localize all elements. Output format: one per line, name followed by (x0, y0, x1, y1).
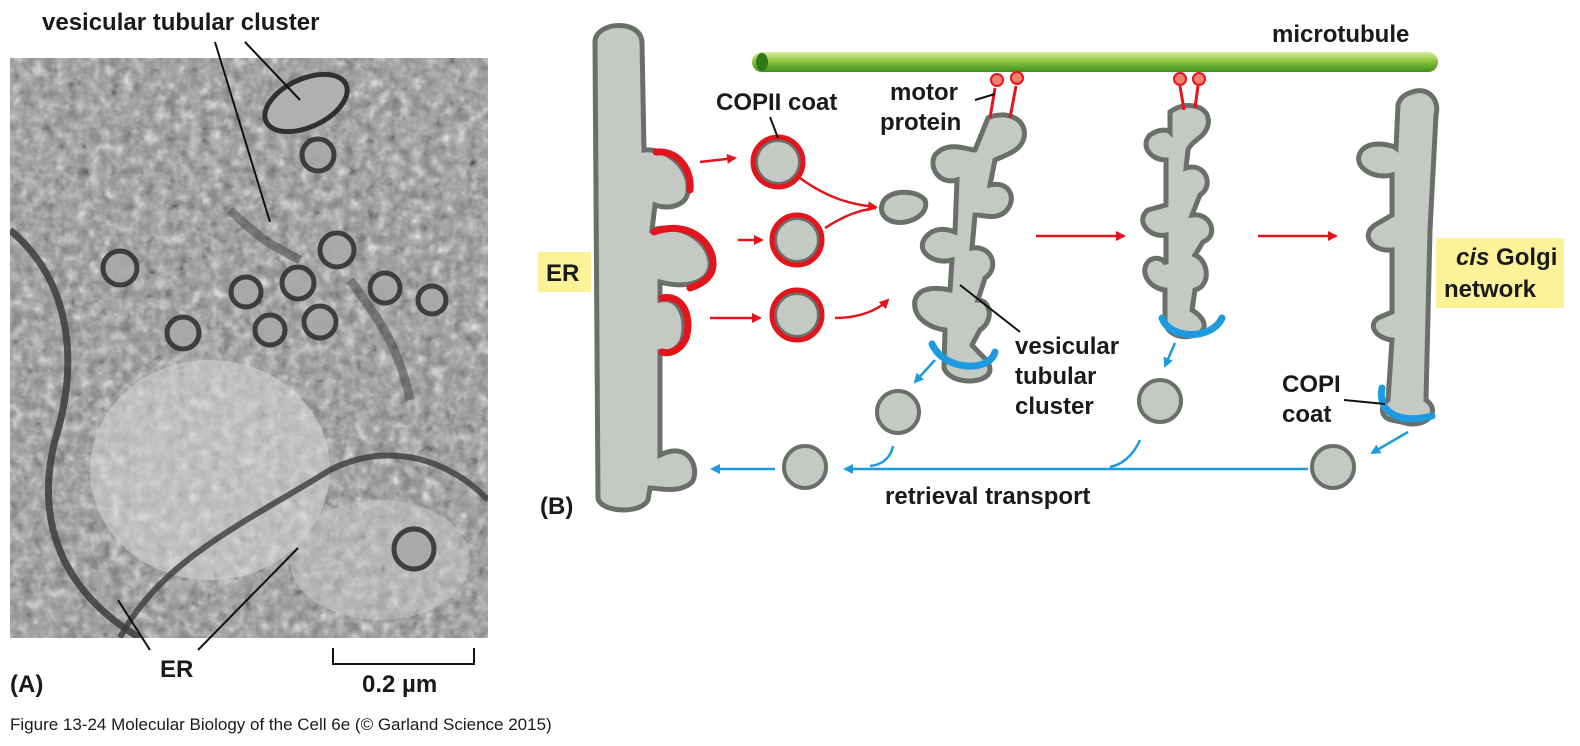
motor-label-line1: motor (890, 79, 958, 106)
cis-golgi-label-box (1436, 238, 1564, 308)
motor-protein-2 (1173, 72, 1206, 111)
vtc-label-line3: cluster (1015, 393, 1094, 420)
cis-italic: cis (1456, 244, 1489, 271)
er-bud-arrows (699, 153, 764, 323)
copi-coat-vtc-1 (928, 340, 999, 370)
vtc-1 (879, 112, 1027, 384)
copi-vesicles (782, 378, 1356, 490)
copii-coat-label: COPII coat (716, 89, 837, 116)
scale-bar (332, 648, 475, 665)
fusion-arrows (799, 176, 890, 320)
er-membrane (592, 23, 713, 513)
motor-protein-1 (988, 71, 1024, 119)
panel-a-letter: (A) (10, 671, 43, 698)
golgi-word: Golgi (1489, 244, 1557, 271)
cis-golgi-label-line2: network (1444, 276, 1537, 303)
figure-caption: Figure 13-24 Molecular Biology of the Ce… (10, 715, 552, 734)
microtubule (752, 52, 1438, 72)
vtc-2 (1140, 103, 1215, 340)
vtc-label-line1: vesicular (1015, 333, 1119, 360)
er-label-b: ER (546, 260, 579, 287)
microtubule-label: microtubule (1272, 21, 1409, 48)
em-micrograph (10, 58, 488, 638)
cis-golgi-label-line1: cis Golgi (1456, 244, 1557, 271)
vesicular-tubular-cluster-label: vesicular tubular cluster (42, 9, 319, 36)
retrieval-arrows (710, 342, 1409, 474)
copi-coat-vtc-2 (1158, 314, 1226, 338)
copii-coats-er (650, 148, 717, 357)
copi-label-line1: COPI (1282, 371, 1341, 398)
panel-b-letter: (B) (540, 493, 573, 520)
panel-b: microtubule COPII coat (538, 21, 1564, 520)
er-label-box (538, 252, 591, 292)
vtc-label-line2: tubular (1015, 363, 1096, 390)
scale-bar-label: 0.2 µm (362, 671, 437, 698)
motor-label-line2: protein (880, 109, 961, 136)
cis-golgi-network (1356, 88, 1440, 427)
retrieval-transport-label: retrieval transport (885, 483, 1090, 510)
panel-a: vesicular tubular cluster (10, 9, 488, 698)
copi-label-line2: coat (1282, 401, 1331, 428)
copii-vesicles (750, 134, 825, 343)
copi-coat-golgi (1377, 384, 1436, 423)
er-label-a: ER (160, 656, 193, 683)
